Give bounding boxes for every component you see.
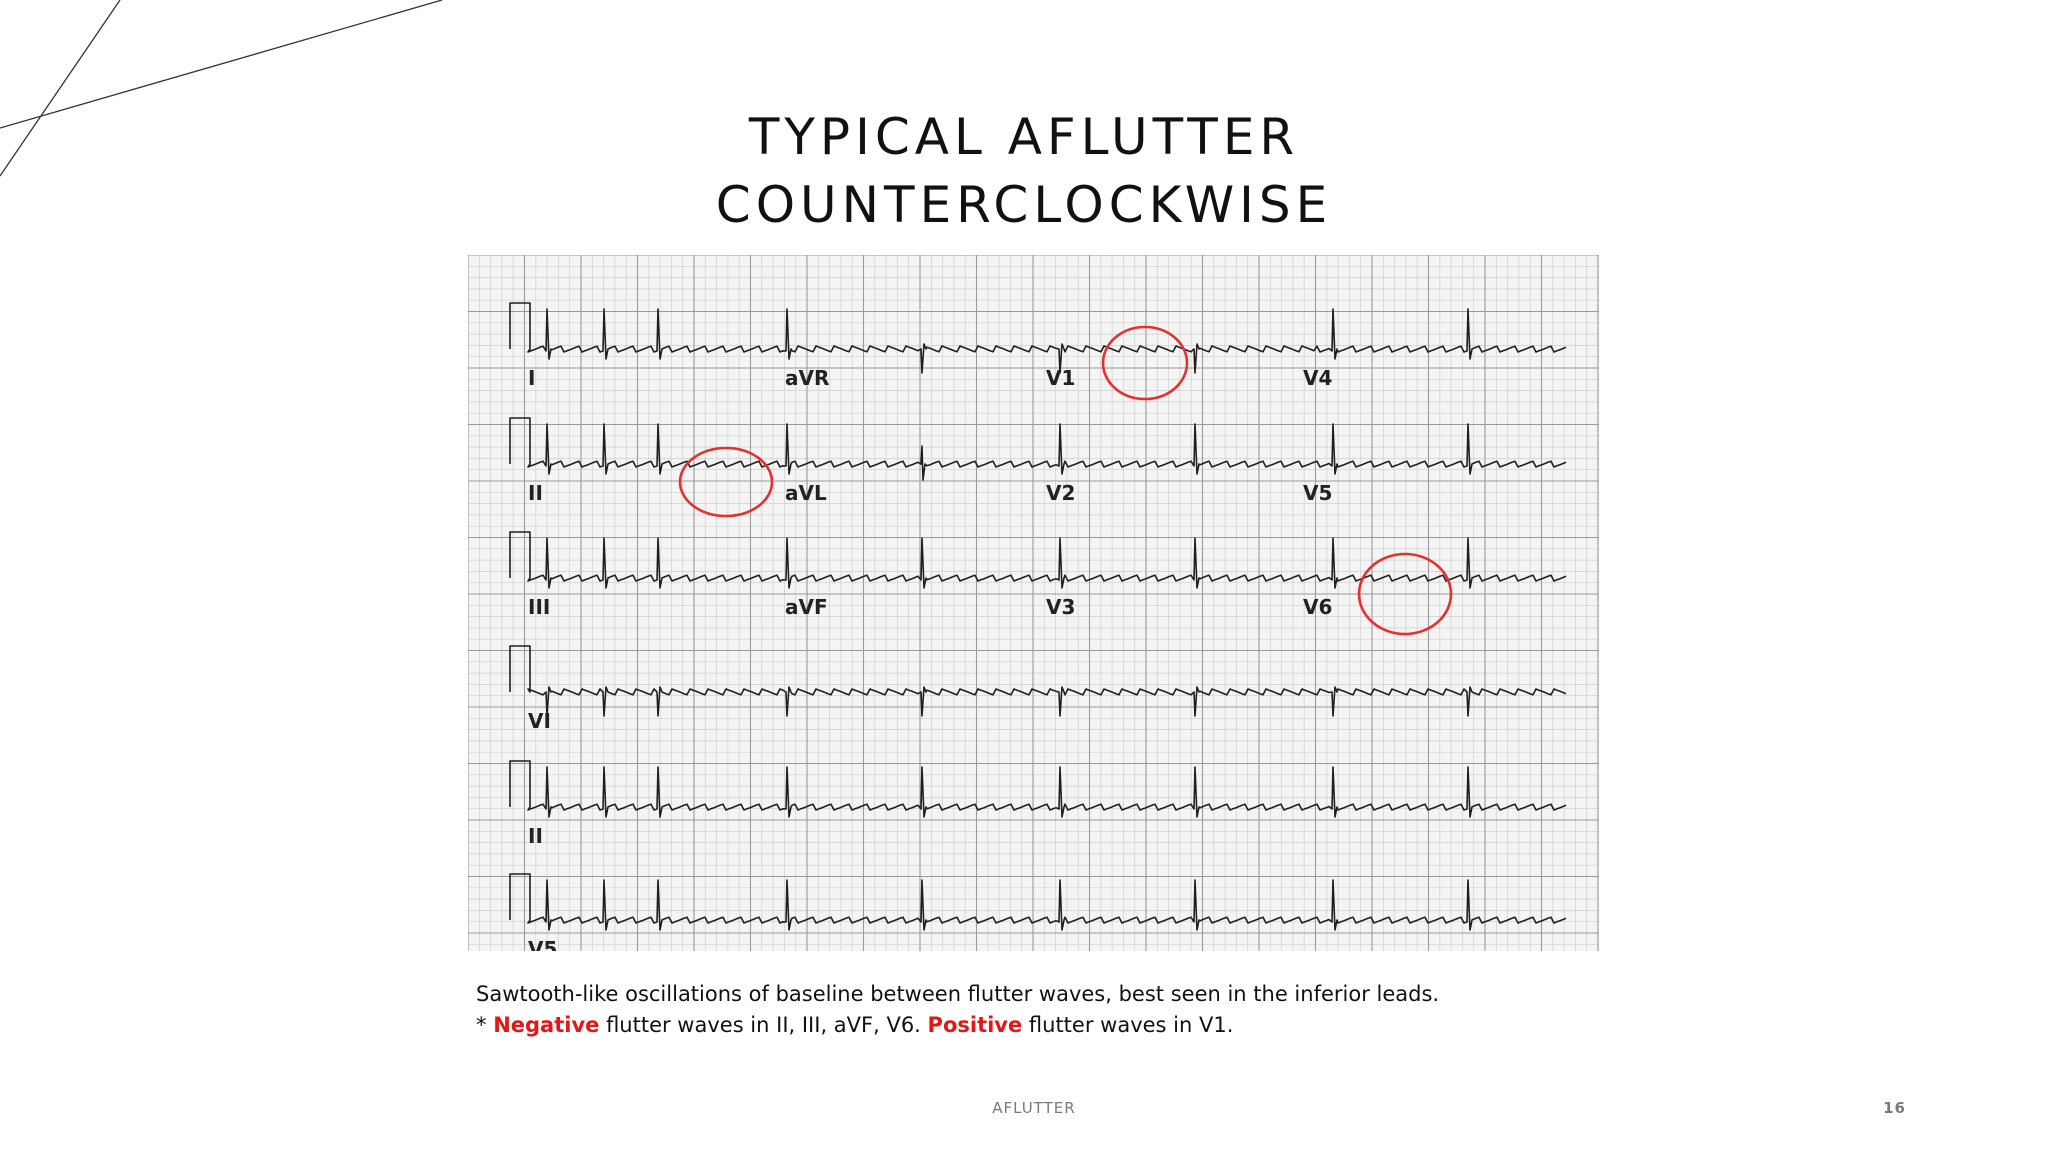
lead-label: V2: [1046, 481, 1075, 505]
highlight-circle-v6: [1357, 552, 1453, 636]
lead-label: aVF: [785, 595, 828, 619]
caption-prefix: *: [476, 1013, 494, 1037]
deco-line-1: [0, 0, 121, 177]
caption-line-1: Sawtooth-like oscillations of baseline b…: [476, 982, 1440, 1006]
page-number: 16: [1883, 1099, 1906, 1117]
lead-label: II: [528, 481, 543, 505]
ecg-grid-major: [468, 255, 1599, 951]
ecg-trace: [509, 645, 1567, 717]
caption-negative-word: Negative: [493, 1013, 600, 1037]
lead-label: aVL: [785, 481, 827, 505]
lead-label: I: [528, 366, 535, 390]
lead-label: V5: [1303, 481, 1332, 505]
lead-label: V3: [1046, 595, 1075, 619]
lead-label: III: [528, 595, 550, 619]
lead-label: V1: [1046, 366, 1075, 390]
ecg-trace: [509, 873, 1567, 931]
slide-footer: AFLUTTER: [992, 1099, 1076, 1117]
caption-line-2: * Negative flutter waves in II, III, aVF…: [476, 1013, 1233, 1037]
ecg-trace: [509, 760, 1567, 818]
caption-middle: flutter waves in II, III, aVF, V6.: [599, 1013, 928, 1037]
lead-label: V5: [528, 937, 557, 951]
highlight-circle-avl: [678, 446, 774, 518]
slide-title-line-1: TYPICAL AFLUTTER: [748, 108, 1300, 166]
highlight-circle-v1: [1101, 325, 1189, 401]
lead-label: V6: [1303, 595, 1332, 619]
ecg-trace: [509, 302, 1567, 374]
lead-label: VI: [528, 709, 551, 733]
decorative-lines: [0, 0, 443, 177]
deco-line-2: [0, 0, 443, 129]
lead-label: aVR: [785, 366, 829, 390]
caption-end: flutter waves in V1.: [1022, 1013, 1234, 1037]
slide-title-line-2: COUNTERCLOCKWISE: [715, 176, 1333, 234]
lead-label: II: [528, 824, 543, 848]
ecg-trace: [509, 417, 1567, 481]
caption-positive-word: Positive: [927, 1013, 1023, 1037]
lead-label: V4: [1303, 366, 1332, 390]
ecg-trace: [509, 531, 1567, 589]
